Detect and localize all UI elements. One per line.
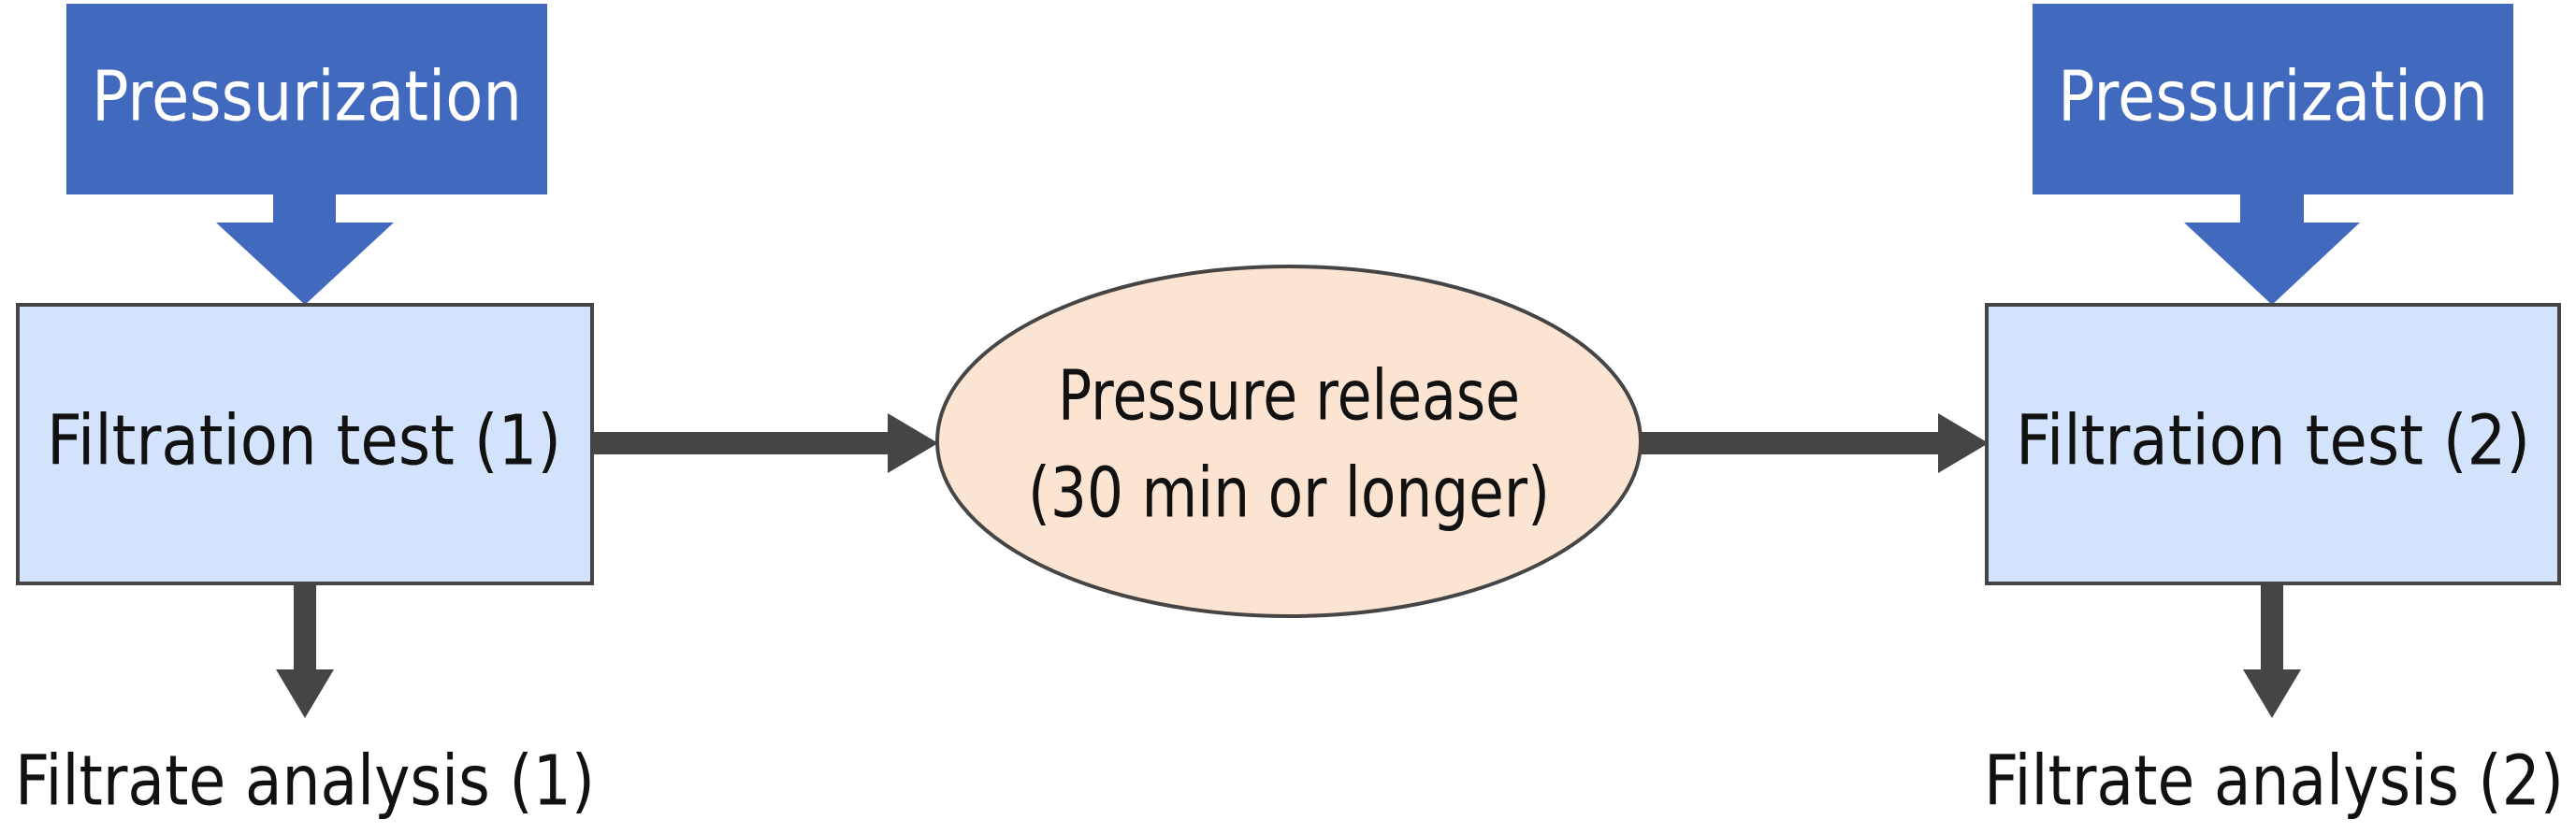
pressurization-arrow-right: Pressurization [2033,4,2513,305]
pressurization-arrow-right-shape [2033,4,2513,305]
down-arrow-right-head [2243,669,2301,718]
pressurization-arrow-left-shape [66,4,547,305]
down-arrow-right [2243,583,2301,718]
right-arrow-to-test-2 [1641,413,1989,473]
pressure-release-line1: Pressure release [1058,356,1520,437]
pressure-release-line2: (30 min or longer) [1028,453,1550,534]
filtration-test-box-right-rect [1985,303,2561,585]
pressure-release-ellipse [935,265,1643,618]
filtrate-analysis-label-right: Filtrate analysis (2) [1984,741,2564,822]
pressurization-label-left: Pressurization [92,57,522,137]
down-arrow-left-head [276,669,334,718]
right-arrow-to-test-2-head [1938,413,1989,473]
filtration-test-box-left: Filtration test (1) [16,303,594,585]
filtration-test-box-right: Filtration test (2) [1985,303,2561,585]
down-arrow-left-shaft [294,583,316,669]
right-arrow-to-release [592,413,938,473]
right-arrow-to-release-shaft [592,432,890,454]
pressurization-arrow-left: Pressurization [66,4,547,305]
filtrate-analysis-label-left: Filtrate analysis (1) [15,741,595,822]
down-arrow-right-shaft [2261,583,2283,669]
filtration-test-box-left-rect [16,303,594,585]
right-arrow-to-release-head [888,413,938,473]
down-arrow-left [276,583,334,718]
pressure-release-node: Pressure release (30 min or longer) [935,265,1643,618]
filtration-test-label-right: Filtration test (2) [2016,401,2530,482]
pressurization-label-right: Pressurization [2058,57,2488,137]
filtration-test-label-left: Filtration test (1) [47,401,561,482]
right-arrow-to-test-2-shaft [1641,432,1940,454]
